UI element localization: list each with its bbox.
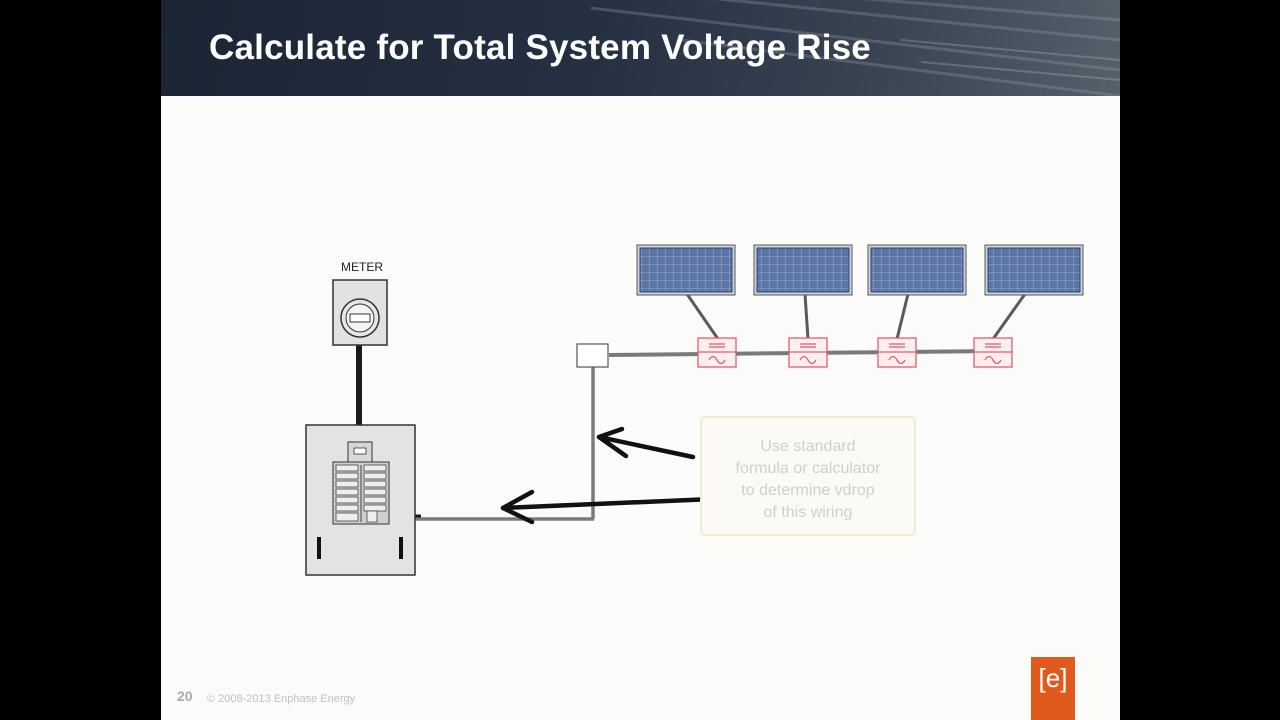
meter-label: METER <box>341 260 383 274</box>
logo-text: [e] <box>1038 663 1068 693</box>
solar-panel-icon <box>753 244 853 296</box>
meter-icon <box>332 279 388 346</box>
slide: Calculate for Total System Voltage Rise <box>161 0 1120 720</box>
arrow-icon <box>500 489 716 525</box>
callout-line: to determine vdrop <box>741 482 875 499</box>
solar-panel-icon <box>984 244 1084 296</box>
slide-title: Calculate for Total System Voltage Rise <box>209 28 871 67</box>
callout-line: Use standard <box>760 438 856 455</box>
microinverter-icon <box>788 337 828 368</box>
callout-line: formula or calculator <box>735 460 881 477</box>
solar-panel-icon <box>636 244 736 296</box>
junction-box-icon <box>576 343 609 368</box>
dc-leads <box>685 293 1027 340</box>
callout-line: of this wiring <box>763 504 853 521</box>
page-number: 20 <box>177 688 193 704</box>
service-panel-icon <box>305 424 416 576</box>
callout-text: Use standard formula or calculator to de… <box>702 436 914 524</box>
slide-header: Calculate for Total System Voltage Rise <box>161 0 1120 96</box>
wiring-diagram <box>305 244 1084 576</box>
arrow-icon <box>596 426 696 460</box>
copyright-text: © 2008-2013 Enphase Energy <box>207 693 356 705</box>
microinverter-icon <box>877 337 917 368</box>
callout-box: Use standard formula or calculator to de… <box>700 416 916 536</box>
microinverter-icon <box>697 337 737 368</box>
solar-panel-icon <box>867 244 967 296</box>
microinverter-icon <box>973 337 1013 368</box>
header-background-photo <box>590 0 1120 96</box>
enphase-logo: [e] <box>1031 657 1075 720</box>
